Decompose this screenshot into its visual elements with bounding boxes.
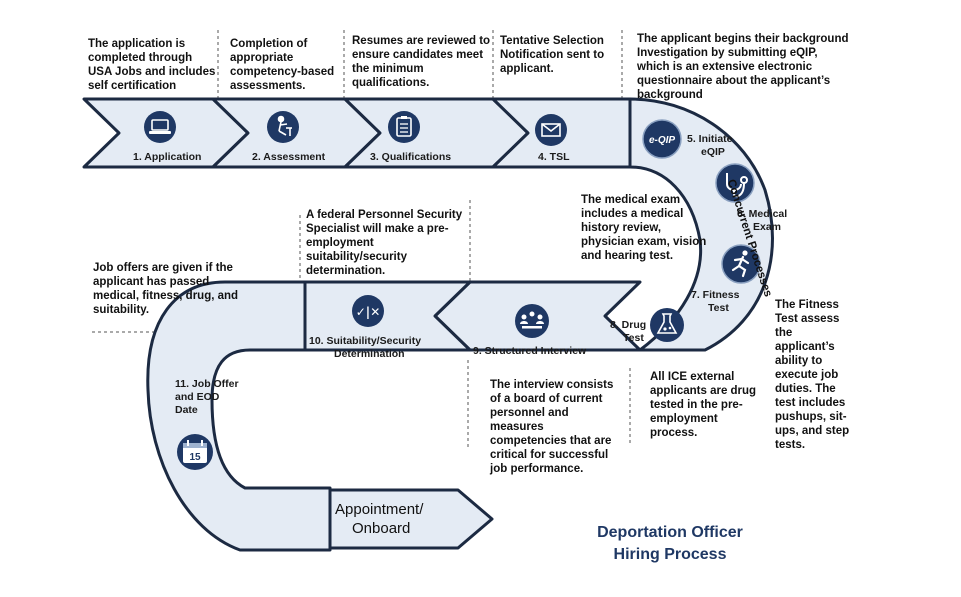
step-3-label: 3. Qualifications bbox=[370, 151, 451, 163]
step-1-label: 1. Application bbox=[133, 151, 201, 163]
interview-panel-icon bbox=[520, 311, 544, 329]
step-11-label-1: 11. Job Offer bbox=[175, 378, 239, 390]
clipboard-checklist-icon bbox=[396, 116, 412, 137]
stethoscope-icon bbox=[726, 173, 748, 198]
step-4-icon bbox=[535, 114, 567, 146]
e-qip-badge-icon: e-QIP bbox=[649, 135, 675, 146]
step-4-label: 4. TSL bbox=[538, 151, 570, 163]
step-3-icon bbox=[388, 111, 420, 143]
note-eqip: The applicant begins their background In… bbox=[637, 33, 849, 101]
step-11-label-2: and EOD bbox=[175, 391, 220, 403]
step-7-label-1: 7. Fitness bbox=[691, 289, 740, 301]
step-9-icon bbox=[515, 304, 549, 338]
step-10-icon: ✓|✕ bbox=[352, 295, 384, 327]
step-11-icon: 15 bbox=[177, 434, 213, 470]
note-qualifications: Resumes are reviewed to ensure candidate… bbox=[352, 35, 491, 89]
step-10-label-2: Determination bbox=[334, 348, 405, 360]
step-7-icon bbox=[721, 244, 761, 284]
step-6-label-2: Exam bbox=[753, 221, 781, 233]
title-line-1: Deportation Officer bbox=[597, 524, 743, 541]
note-interview: The interview consists of a board of cur… bbox=[490, 379, 614, 475]
step-8-icon bbox=[650, 308, 684, 342]
lab-flask-icon bbox=[656, 313, 678, 334]
step-11-label-3: Date bbox=[175, 404, 198, 416]
runner-icon bbox=[731, 250, 750, 278]
step-1-icon bbox=[144, 111, 176, 143]
envelope-icon bbox=[541, 123, 561, 137]
step-6-label-1: 6. Medical bbox=[737, 208, 787, 220]
step-6-icon bbox=[715, 163, 755, 203]
step-2-icon bbox=[267, 111, 299, 143]
check-x-icon: ✓|✕ bbox=[356, 305, 381, 319]
step-5-icon: e-QIP bbox=[642, 119, 682, 159]
svg-text:15: 15 bbox=[189, 452, 201, 463]
step-9-label: 9. Structured Interview bbox=[473, 345, 587, 357]
step-5-label-1: 5. Initiate bbox=[687, 133, 733, 145]
note-job-offer: Job offers are given if the applicant ha… bbox=[93, 262, 239, 316]
note-application: The application is completed through USA… bbox=[88, 38, 216, 92]
step-10-label-1: 10. Suitability/Security bbox=[309, 335, 421, 347]
step-8-label-1: 8. Drug bbox=[610, 319, 646, 331]
step-8-label-2: Test bbox=[623, 332, 644, 344]
step-5-label-2: eQIP bbox=[701, 146, 725, 158]
appointment-label-2: Onboard bbox=[352, 520, 410, 537]
person-at-desk-icon bbox=[277, 115, 292, 136]
left-curve bbox=[146, 280, 332, 552]
right-curve bbox=[628, 97, 774, 352]
note-tsl: Tentative Selection Notification sent to… bbox=[500, 35, 605, 75]
calendar-icon: 15 bbox=[183, 440, 207, 463]
title-line-2: Hiring Process bbox=[613, 546, 727, 563]
note-drug: All ICE external applicants are drug tes… bbox=[650, 371, 757, 439]
note-suitability: A federal Personnel Security Specialist … bbox=[306, 209, 463, 277]
note-fitness: The Fitness Test assess the applicant’s … bbox=[775, 299, 850, 451]
note-assessment: Completion of appropriate competency-bas… bbox=[230, 38, 335, 92]
dashed-leaders bbox=[92, 30, 631, 450]
note-medical: The medical exam includes a medical hist… bbox=[581, 194, 707, 262]
diagram-title: Deportation Officer Hiring Process bbox=[560, 522, 780, 566]
laptop-icon bbox=[149, 119, 171, 134]
step-7-label-2: Test bbox=[708, 302, 729, 314]
appointment-arrow bbox=[328, 488, 494, 550]
step-2-label: 2. Assessment bbox=[252, 151, 326, 163]
appointment-label-1: Appointment/ bbox=[335, 501, 424, 518]
